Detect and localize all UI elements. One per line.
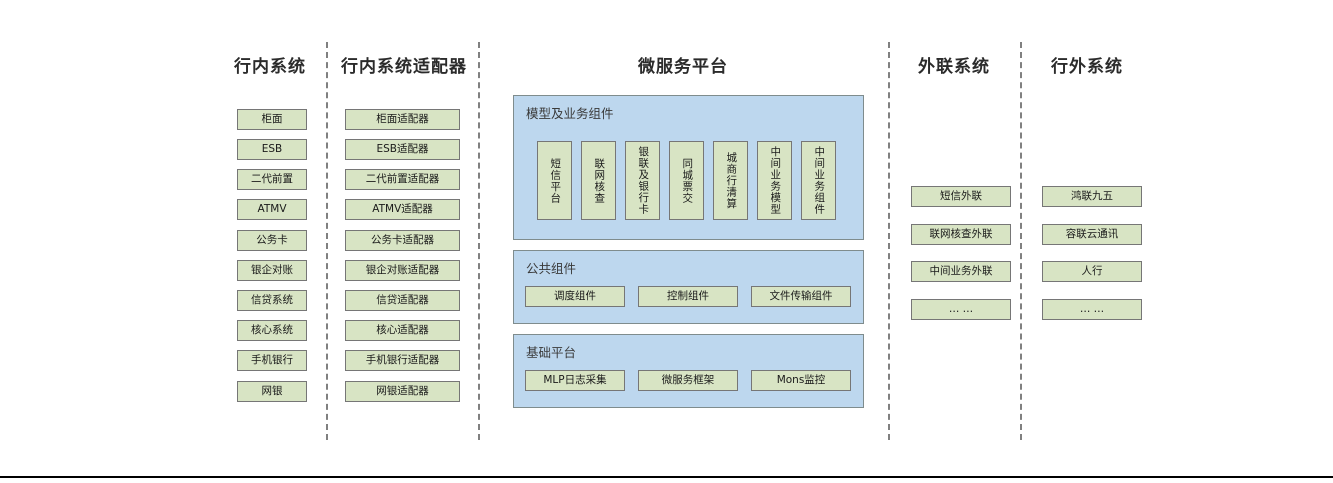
list-item[interactable]: ATMV适配器 [345,199,460,220]
list-item[interactable]: 银联及银行卡 [625,141,660,220]
list-item[interactable]: 核心适配器 [345,320,460,341]
column-divider-2 [478,42,480,440]
list-item[interactable]: ATMV [237,199,307,220]
list-item[interactable]: 中间业务组件 [801,141,836,220]
list-item[interactable]: 柜面适配器 [345,109,460,130]
list-item[interactable]: 信贷系统 [237,290,307,311]
column-title-intra-bank-adapters: 行内系统适配器 [341,57,467,77]
column-title-microservice-platform: 微服务平台 [638,57,728,77]
list-item[interactable]: 容联云通讯 [1042,224,1142,245]
list-item[interactable]: 鸿联九五 [1042,186,1142,207]
list-item[interactable]: 中间业务外联 [911,261,1011,282]
list-item[interactable]: 短信平台 [537,141,572,220]
list-item[interactable]: 微服务框架 [638,370,738,391]
list-item[interactable]: MLP日志采集 [525,370,625,391]
list-item[interactable]: ESB [237,139,307,160]
list-item[interactable]: 调度组件 [525,286,625,307]
column-divider-3 [888,42,890,440]
list-item[interactable]: … … [1042,299,1142,320]
list-item[interactable]: 手机银行适配器 [345,350,460,371]
column-divider-1 [326,42,328,440]
panel-title: 模型及业务组件 [526,106,614,121]
list-item[interactable]: 控制组件 [638,286,738,307]
list-item[interactable]: 短信外联 [911,186,1011,207]
list-item[interactable]: 城商行清算 [713,141,748,220]
list-item[interactable]: 网银适配器 [345,381,460,402]
column-title-outside-bank-systems: 行外系统 [1051,57,1123,77]
list-item[interactable]: 同城票交 [669,141,704,220]
list-item[interactable]: 公务卡适配器 [345,230,460,251]
list-item[interactable]: 二代前置 [237,169,307,190]
column-title-intra-bank-systems: 行内系统 [234,57,306,77]
list-item[interactable]: 联网核查 [581,141,616,220]
column-title-external-liaison-systems: 外联系统 [918,57,990,77]
list-item[interactable]: 文件传输组件 [751,286,851,307]
list-item[interactable]: 银企对账 [237,260,307,281]
list-item[interactable]: 中间业务模型 [757,141,792,220]
list-item[interactable]: 公务卡 [237,230,307,251]
bottom-divider-rule [0,476,1333,478]
list-item[interactable]: 核心系统 [237,320,307,341]
list-item[interactable]: Mons监控 [751,370,851,391]
list-item[interactable]: 二代前置适配器 [345,169,460,190]
panel-title: 基础平台 [526,345,577,360]
list-item[interactable]: 银企对账适配器 [345,260,460,281]
list-item[interactable]: 人行 [1042,261,1142,282]
list-item[interactable]: 网银 [237,381,307,402]
list-item[interactable]: 联网核查外联 [911,224,1011,245]
list-item[interactable]: 手机银行 [237,350,307,371]
list-item[interactable]: ESB适配器 [345,139,460,160]
list-item[interactable]: … … [911,299,1011,320]
column-divider-4 [1020,42,1022,440]
list-item[interactable]: 柜面 [237,109,307,130]
panel-title: 公共组件 [526,261,577,276]
list-item[interactable]: 信贷适配器 [345,290,460,311]
